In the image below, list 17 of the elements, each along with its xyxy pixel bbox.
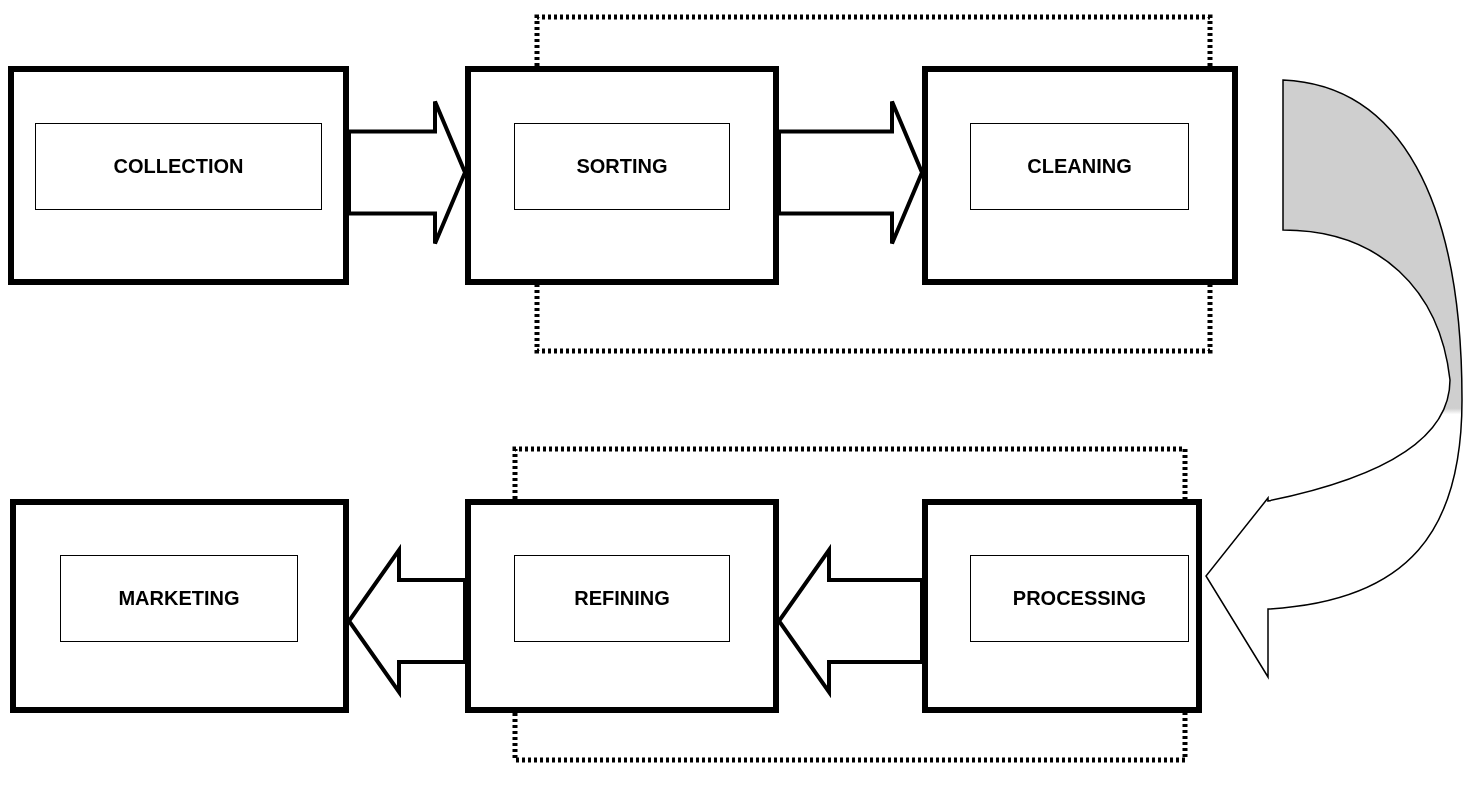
label-box: COLLECTION [35, 123, 322, 210]
process-box [922, 499, 1202, 713]
block-arrow [776, 543, 924, 699]
process-box [465, 66, 779, 285]
process-box [922, 66, 1238, 285]
label-box: MARKETING [60, 555, 298, 642]
block-arrow [346, 543, 467, 699]
block-arrow [347, 99, 468, 246]
label-box: PROCESSING [970, 555, 1189, 642]
process-box [465, 499, 779, 713]
label-box: SORTING [514, 123, 730, 210]
label-box: CLEANING [970, 123, 1189, 210]
process-box [8, 66, 349, 285]
block-arrow [777, 99, 925, 246]
label-box: REFINING [514, 555, 730, 642]
process-box [10, 499, 349, 713]
curved-block-arrow [1205, 79, 1463, 678]
